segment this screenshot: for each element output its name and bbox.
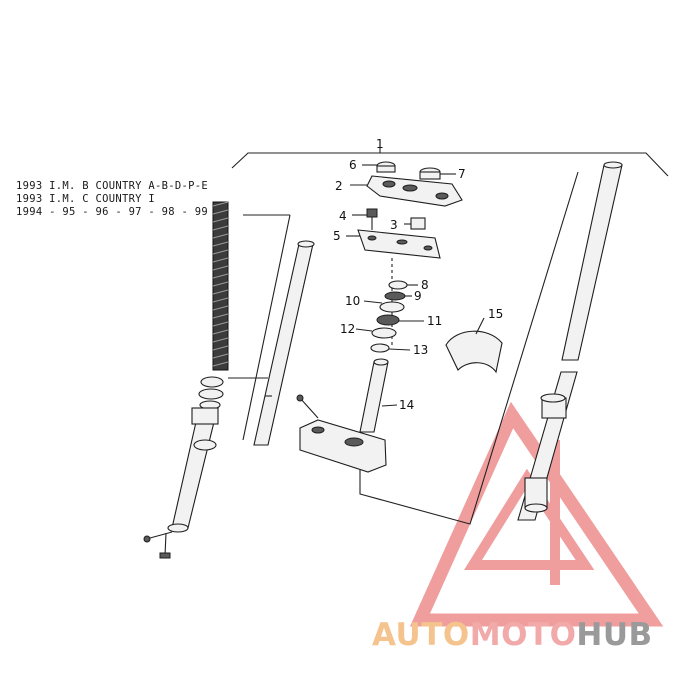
callout-7: 7 — [458, 167, 466, 181]
watermark-hub: HUB — [576, 617, 653, 653]
callout-13: 13 — [413, 343, 428, 357]
steering-stem — [296, 358, 398, 473]
model-caption-line-1: 1993 I.M. B COUNTRY A-B-D-P-E — [16, 180, 209, 192]
model-caption-line-3: 1994 - 95 - 96 - 97 - 98 - 99 — [16, 206, 209, 218]
top-plugs — [362, 161, 456, 180]
fork-right — [359, 161, 623, 525]
fork-inner-tube-left — [228, 214, 315, 446]
callout-15: 15 — [488, 307, 503, 321]
callout-2: 2 — [335, 179, 343, 193]
watermark-triangle — [409, 401, 664, 627]
lower-plate — [346, 229, 441, 259]
bearing-stack — [355, 258, 424, 353]
watermark-moto: MOTO — [469, 617, 577, 653]
bolt-and-bush — [352, 208, 426, 230]
callout-4: 4 — [339, 209, 347, 223]
callout-10: 10 — [345, 294, 360, 308]
callout-12: 12 — [340, 322, 355, 336]
callout-1: 1 — [376, 137, 384, 151]
model-caption-line-2: 1993 I.M. C COUNTRY I — [16, 193, 156, 205]
callout-9: 9 — [414, 289, 422, 303]
callout-6: 6 — [349, 158, 357, 172]
fork-outer-tube-left — [143, 407, 219, 559]
assembly-bracket — [231, 148, 669, 177]
top-clamp — [350, 175, 463, 207]
fork-spring — [198, 201, 229, 410]
watermark-logo: AUTOMOTOHUB — [372, 617, 653, 653]
callout-11: 11 — [427, 314, 442, 328]
callout-14: 14 — [399, 398, 414, 412]
callout-5: 5 — [333, 229, 341, 243]
callout-8: 8 — [421, 278, 429, 292]
callout-3: 3 — [390, 218, 398, 232]
cover-part — [445, 317, 503, 374]
watermark-auto: AUTO — [372, 617, 470, 653]
